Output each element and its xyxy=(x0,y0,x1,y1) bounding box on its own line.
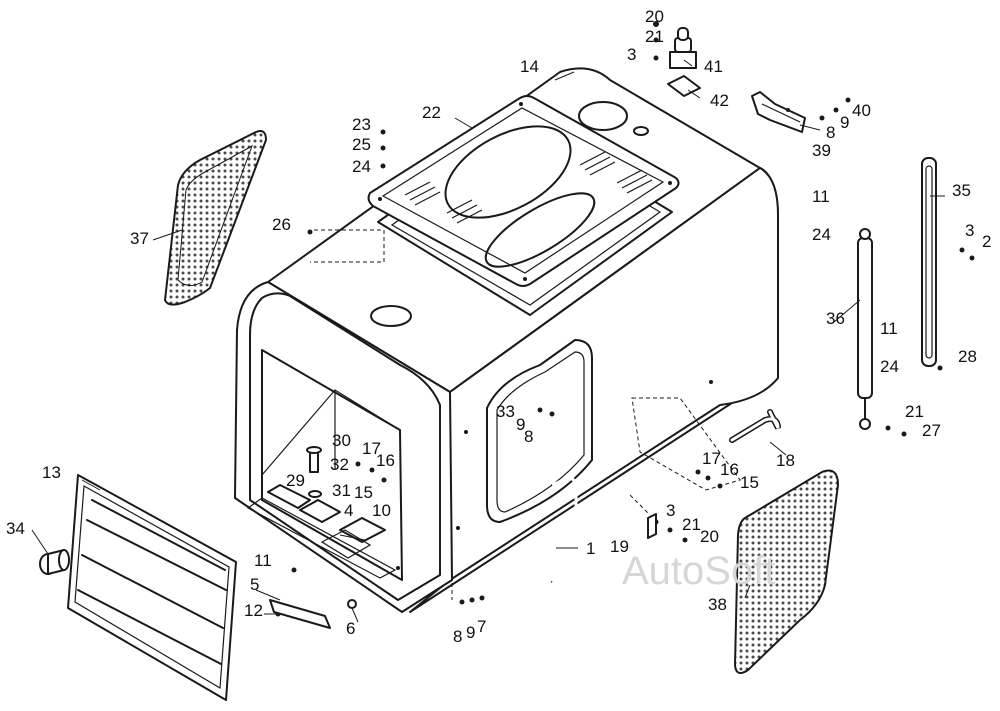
callout-14: 14 xyxy=(520,57,539,76)
callout-9: 9 xyxy=(840,113,849,132)
callout-13: 13 xyxy=(42,463,61,482)
callout-2: 2 xyxy=(982,232,991,251)
grab-handle-rear xyxy=(729,409,781,443)
callout-12: 12 xyxy=(244,601,263,620)
callout-15: 15 xyxy=(740,473,759,492)
callout-9: 9 xyxy=(466,623,475,642)
callout-36: 36 xyxy=(826,309,845,328)
callout-7: 7 xyxy=(477,617,486,636)
callout-22: 22 xyxy=(422,103,441,122)
callout-21: 21 xyxy=(682,515,701,534)
callout-24: 24 xyxy=(812,225,831,244)
callout-17: 17 xyxy=(702,449,721,468)
cab-body xyxy=(234,67,779,613)
callout-26: 26 xyxy=(272,215,291,234)
callout-11: 11 xyxy=(880,319,898,338)
callout-25: 25 xyxy=(352,135,371,154)
callout-9: 9 xyxy=(516,415,525,434)
callout-3: 3 xyxy=(965,221,974,240)
callout-24: 24 xyxy=(352,157,371,176)
callout-1: 1 xyxy=(586,539,595,558)
callout-24: 24 xyxy=(880,357,899,376)
gas-strut xyxy=(857,228,873,430)
callout-17: 17 xyxy=(362,439,381,458)
leader-lines xyxy=(31,59,945,623)
callout-3: 3 xyxy=(666,501,675,520)
callout-18: 18 xyxy=(776,451,795,470)
callout-29: 29 xyxy=(286,471,305,490)
grab-handle-side xyxy=(551,476,578,590)
side-mesh-left xyxy=(163,130,268,306)
callout-16: 16 xyxy=(376,451,395,470)
callout-35: 35 xyxy=(952,181,971,200)
callout-21: 21 xyxy=(645,27,664,46)
callout-20: 20 xyxy=(700,527,719,546)
hinge-bracket xyxy=(751,91,806,133)
callout-30: 30 xyxy=(332,431,351,450)
handle-bar xyxy=(921,157,937,367)
callout-28: 28 xyxy=(958,347,977,366)
callout-16: 16 xyxy=(720,460,739,479)
dashed-assembly-lines xyxy=(310,229,741,600)
callout-8: 8 xyxy=(453,627,462,646)
callout-32: 32 xyxy=(330,455,349,474)
side-mesh-right xyxy=(733,469,840,675)
callout-31: 31 xyxy=(332,481,351,500)
callout-41: 41 xyxy=(704,57,723,76)
callout-38: 38 xyxy=(708,595,727,614)
roof-panel xyxy=(367,95,680,287)
callout-27: 27 xyxy=(922,421,941,440)
callout-4: 4 xyxy=(344,501,353,520)
callout-8: 8 xyxy=(524,427,533,446)
callout-34: 34 xyxy=(6,519,25,538)
callout-39: 39 xyxy=(812,141,831,160)
callout-11: 11 xyxy=(254,551,272,570)
callout-21: 21 xyxy=(905,402,924,421)
callout-6: 6 xyxy=(346,619,355,638)
callout-33: 33 xyxy=(496,402,515,421)
callout-37: 37 xyxy=(130,229,149,248)
callout-3: 3 xyxy=(627,45,636,64)
callout-42: 42 xyxy=(710,91,729,110)
callout-15: 15 xyxy=(354,483,373,502)
callout-23: 23 xyxy=(352,115,371,134)
callout-20: 20 xyxy=(645,7,664,26)
callout-11: 11 xyxy=(812,187,830,206)
callout-10: 10 xyxy=(372,501,391,520)
fasteners xyxy=(269,21,975,629)
callout-8: 8 xyxy=(826,123,835,142)
watermark-text: AutoSoft xyxy=(622,549,775,593)
latch-pad xyxy=(667,75,701,97)
callout-5: 5 xyxy=(250,575,259,594)
callout-labels: 20 21 3 41 42 14 22 23 25 24 26 37 40 9 … xyxy=(6,7,991,646)
callout-19: 19 xyxy=(610,537,629,556)
lock-cylinder xyxy=(39,549,70,575)
front-grille xyxy=(67,474,237,701)
callout-40: 40 xyxy=(852,101,871,120)
roof-latch xyxy=(669,27,697,69)
